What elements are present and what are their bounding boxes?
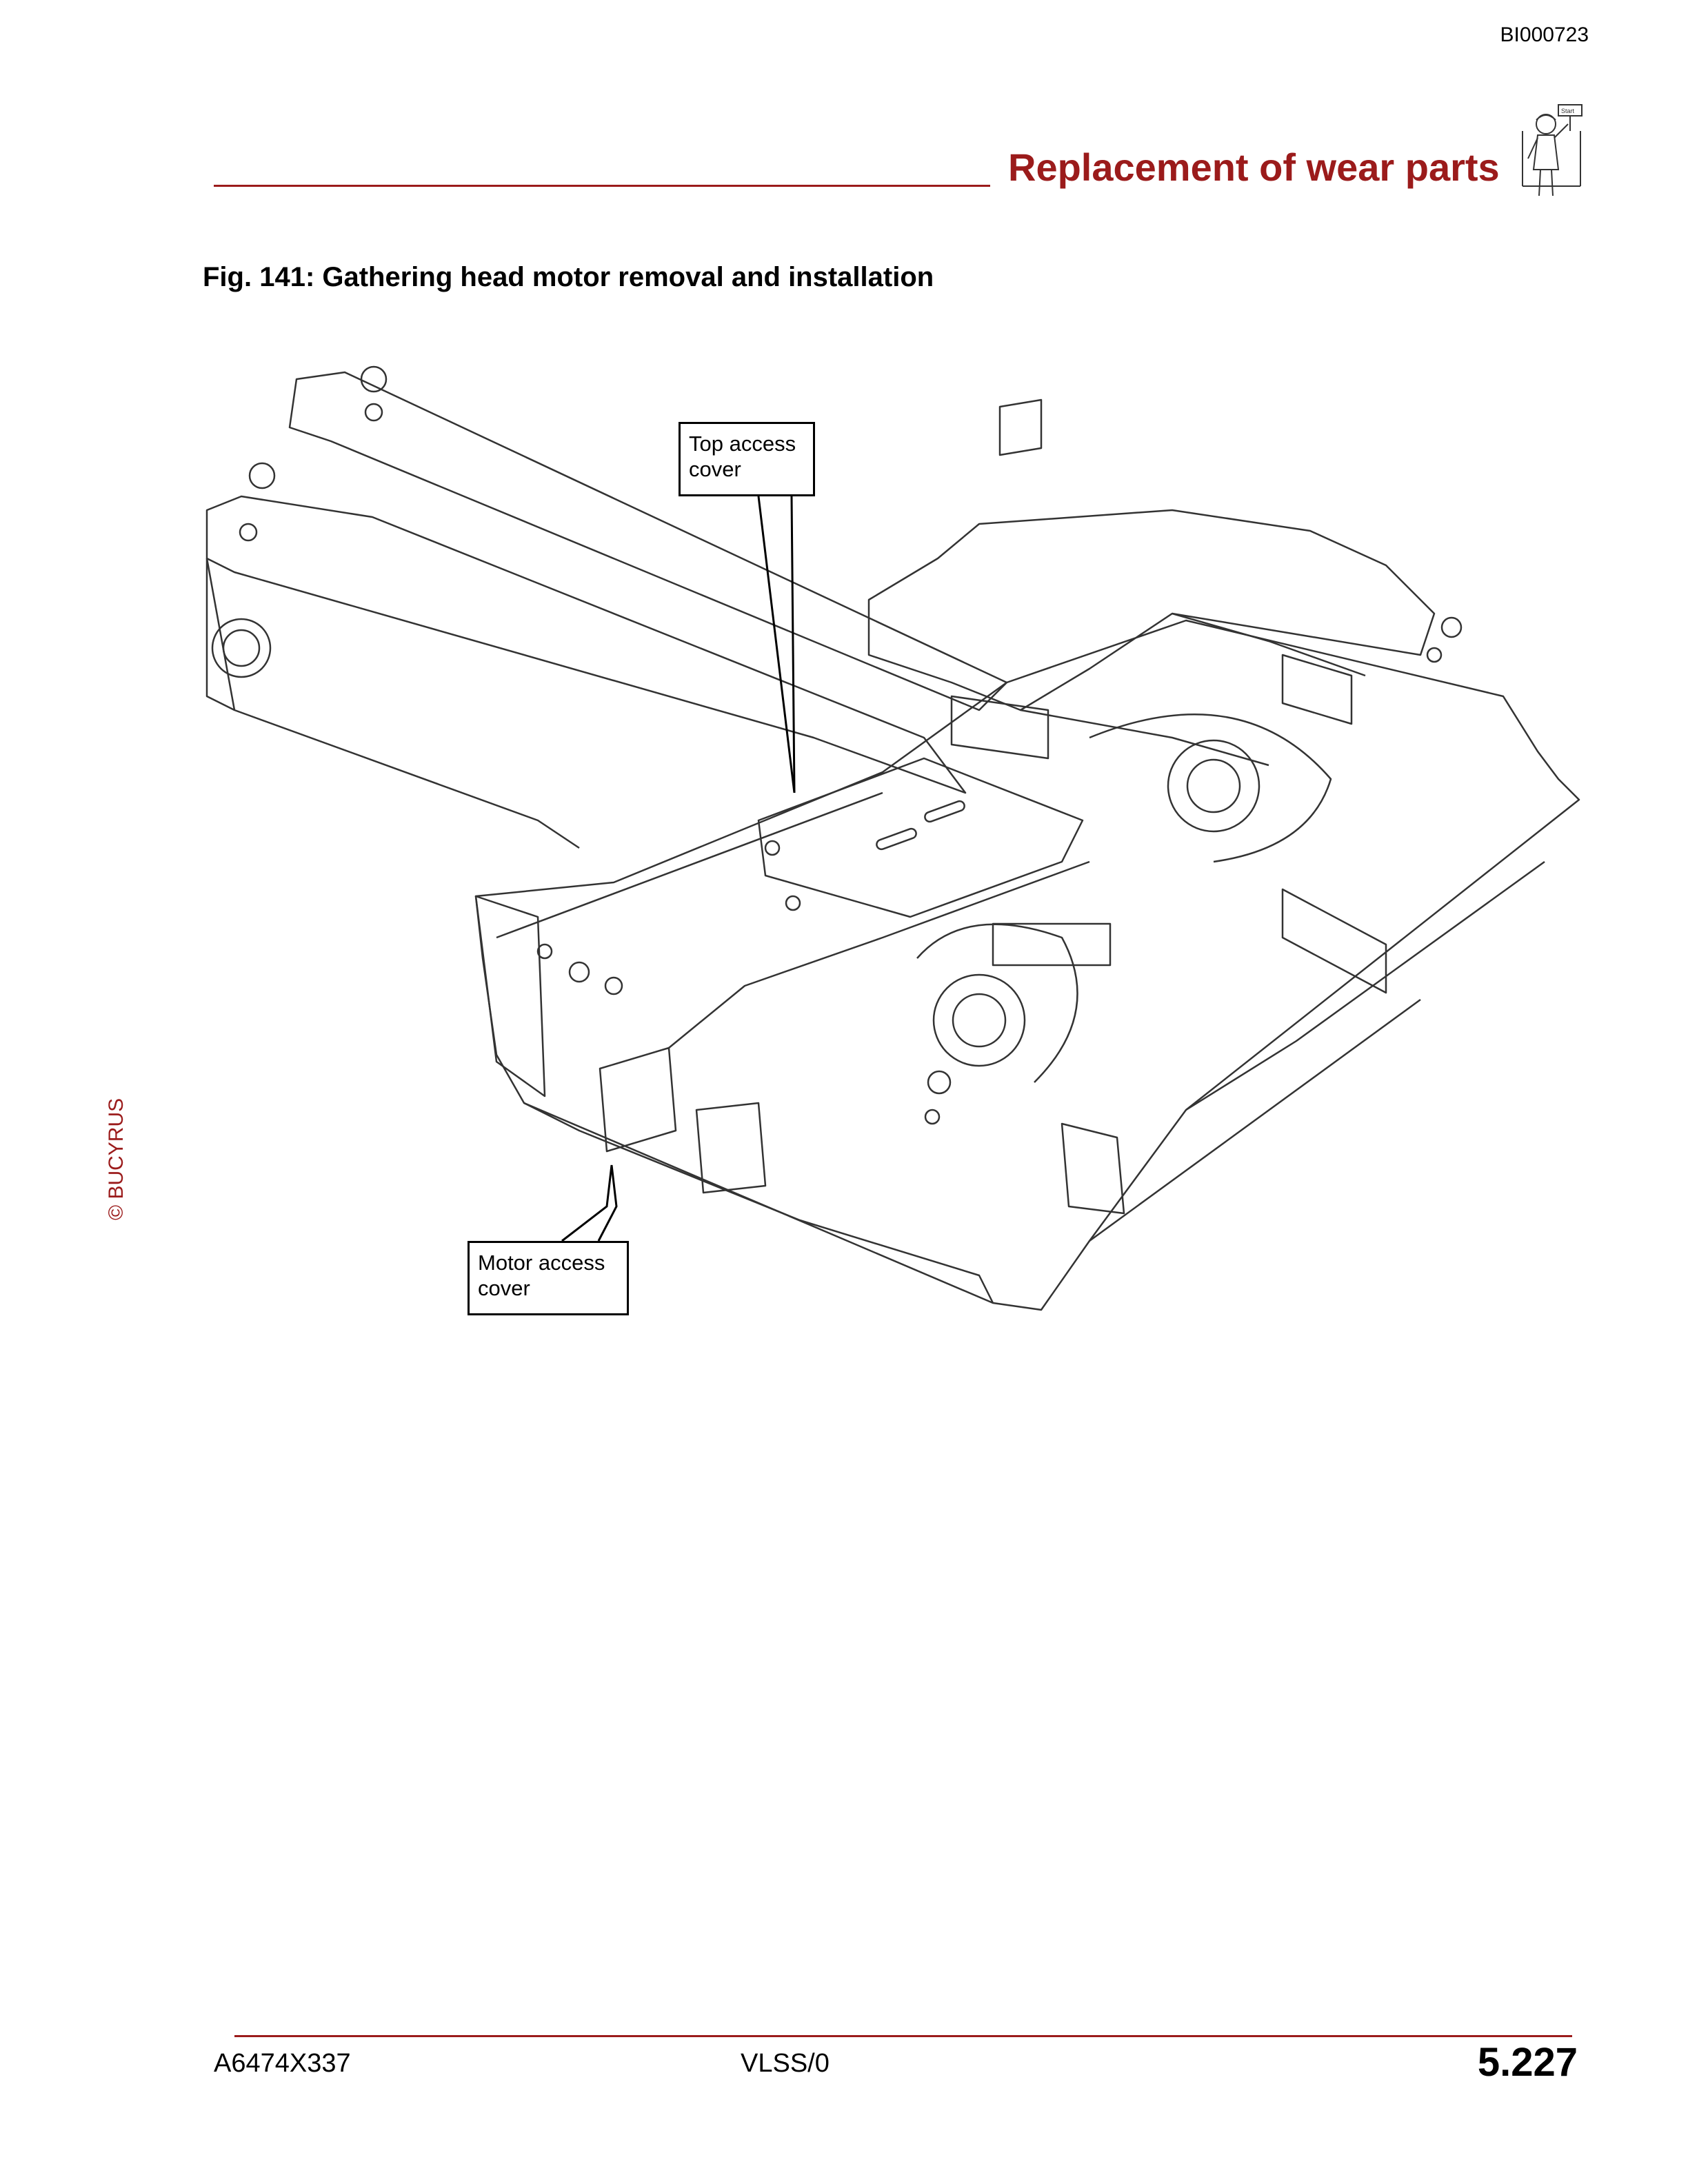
paddle-1 xyxy=(950,695,1049,760)
document-id: BI000723 xyxy=(1500,23,1589,46)
footer-rule xyxy=(234,2035,1572,2037)
mascot-sign-text: Start xyxy=(1561,108,1575,114)
callout-motor-access-cover-label: Motor access cover xyxy=(478,1251,605,1300)
footer-page-number: 5.227 xyxy=(1477,2040,1578,2085)
paddle-6 xyxy=(998,398,1043,456)
footer-revision: VLSS/0 xyxy=(741,2049,830,2078)
footer-doc-number: A6474X337 xyxy=(214,2049,351,2078)
copyright-sidebar: © BUCYRUS xyxy=(105,1098,128,1220)
paddle-2 xyxy=(1281,654,1353,725)
gathering-disc-lower xyxy=(932,973,1026,1067)
top-access-cover xyxy=(757,757,1084,918)
paddle-5 xyxy=(1061,1122,1125,1215)
callout-top-access-cover: Top access cover xyxy=(679,422,815,496)
gathering-arm-upper xyxy=(867,509,1436,711)
callout-top-access-cover-label: Top access cover xyxy=(689,432,796,481)
worker-mascot-icon: Start xyxy=(1522,104,1582,196)
boom-pivot xyxy=(211,618,272,678)
section-title: Replacement of wear parts xyxy=(1008,145,1500,189)
motor-access-cover xyxy=(599,1046,677,1153)
side-panel xyxy=(474,895,546,1098)
figure-caption: Fig. 141: Gathering head motor removal a… xyxy=(203,262,934,292)
paddle-3 xyxy=(1281,888,1387,994)
boom-outer xyxy=(205,495,967,794)
boom-inner xyxy=(288,371,1008,711)
header-rule xyxy=(214,185,990,187)
gathering-disc-upper xyxy=(1167,739,1260,833)
callout-motor-access-cover: Motor access cover xyxy=(468,1241,629,1315)
paddle-4 xyxy=(992,922,1112,967)
gathering-head-drawing xyxy=(205,365,1580,1311)
